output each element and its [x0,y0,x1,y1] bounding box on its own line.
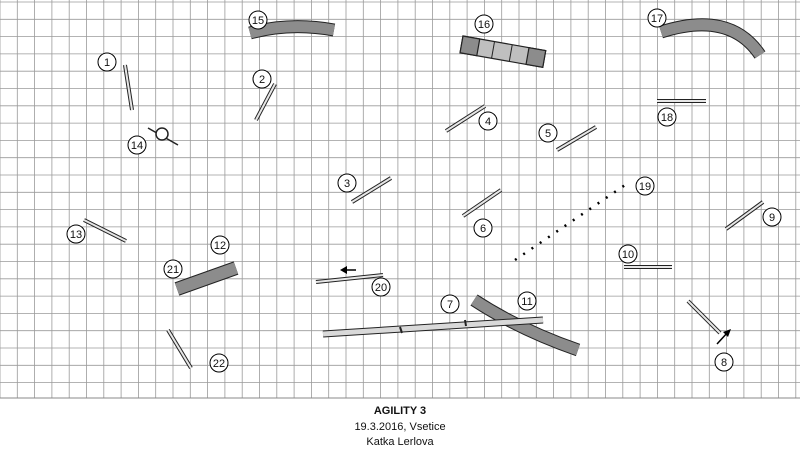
course-title: AGILITY 3 [374,405,426,417]
obstacle-number-text: 9 [769,212,775,224]
obstacle-number-text: 6 [480,223,486,235]
obstacle-number-13: 13 [66,224,86,244]
jump-20 [315,273,384,284]
obstacle-number-15: 15 [248,10,268,30]
course-date-location: 19.3.2016, Vsetice [354,421,445,433]
obstacle-number-text: 12 [214,240,226,252]
obstacle-number-text: 5 [545,128,551,140]
obstacle-number-text: 10 [622,249,634,261]
obstacle-number-text: 21 [167,264,179,276]
grid [0,0,800,398]
obstacle-number-text: 20 [375,282,387,294]
obstacle-number-19: 19 [635,176,655,196]
jump-22 [166,328,193,370]
obstacle-number-text: 15 [252,15,264,27]
obstacle-number-11: 11 [517,291,537,311]
obstacle-number-4: 4 [478,111,498,131]
obstacle-16 [459,35,547,69]
tunnel-15-fill [248,21,335,39]
obstacle-number-text: 11 [521,296,532,308]
obstacle-number-text: 8 [721,357,727,369]
jump-1 [123,64,134,111]
obstacle-number-20: 20 [371,277,391,297]
obstacle-number-6: 6 [473,218,493,238]
direction-arrow-8 [716,329,731,345]
course-author: Katka Lerlova [366,436,434,448]
jump-6 [461,188,503,218]
obstacle-number-text: 17 [651,13,663,25]
obstacle-number-8: 8 [714,352,734,372]
obstacle-number-text: 14 [131,140,143,152]
obstacle-7-dogwalk [322,316,544,338]
obstacle-number-text: 1 [104,57,110,69]
obstacle-number-1: 1 [97,52,117,72]
obstacle-number-18: 18 [657,107,677,127]
jump-12-13 [83,218,127,243]
jump-9 [724,200,765,231]
obstacle-number-17: 17 [647,8,667,28]
obstacle-number-text: 16 [478,19,490,31]
tunnel-11-fill [470,295,580,356]
obstacle-number-text: 19 [639,181,651,193]
obstacle-number-text: 2 [259,74,265,86]
obstacle-number-12: 12 [210,235,230,255]
jump-5 [555,125,598,152]
obstacle-number-14: 14 [127,135,147,155]
obstacle-number-22: 22 [209,353,229,373]
obstacle-number-2: 2 [252,69,272,89]
obstacle-number-text: 3 [344,178,350,190]
tunnel-21-fill [174,262,239,295]
obstacle-number-text: 7 [447,299,453,311]
obstacle-number-3: 3 [337,173,357,193]
jump-3 [350,176,393,204]
obstacle-number-21: 21 [163,259,183,279]
obstacle-number-text: 13 [70,229,82,241]
obstacle-number-5: 5 [538,123,558,143]
jump-4 [444,104,487,133]
obstacle-number-text: 18 [661,112,673,124]
tire-14 [147,127,179,146]
obstacle-number-text: 4 [485,116,491,128]
obstacle-number-text: 22 [213,358,225,370]
tunnel-17-fill [659,19,765,59]
obstacle-number-16: 16 [474,14,494,34]
obstacle-number-7: 7 [440,294,460,314]
jump-8 [686,299,722,335]
obstacle-number-10: 10 [618,244,638,264]
weave-poles-19 [514,181,629,262]
obstacle-number-9: 9 [762,207,782,227]
direction-arrow-20 [340,266,356,274]
jump-2 [254,83,277,121]
